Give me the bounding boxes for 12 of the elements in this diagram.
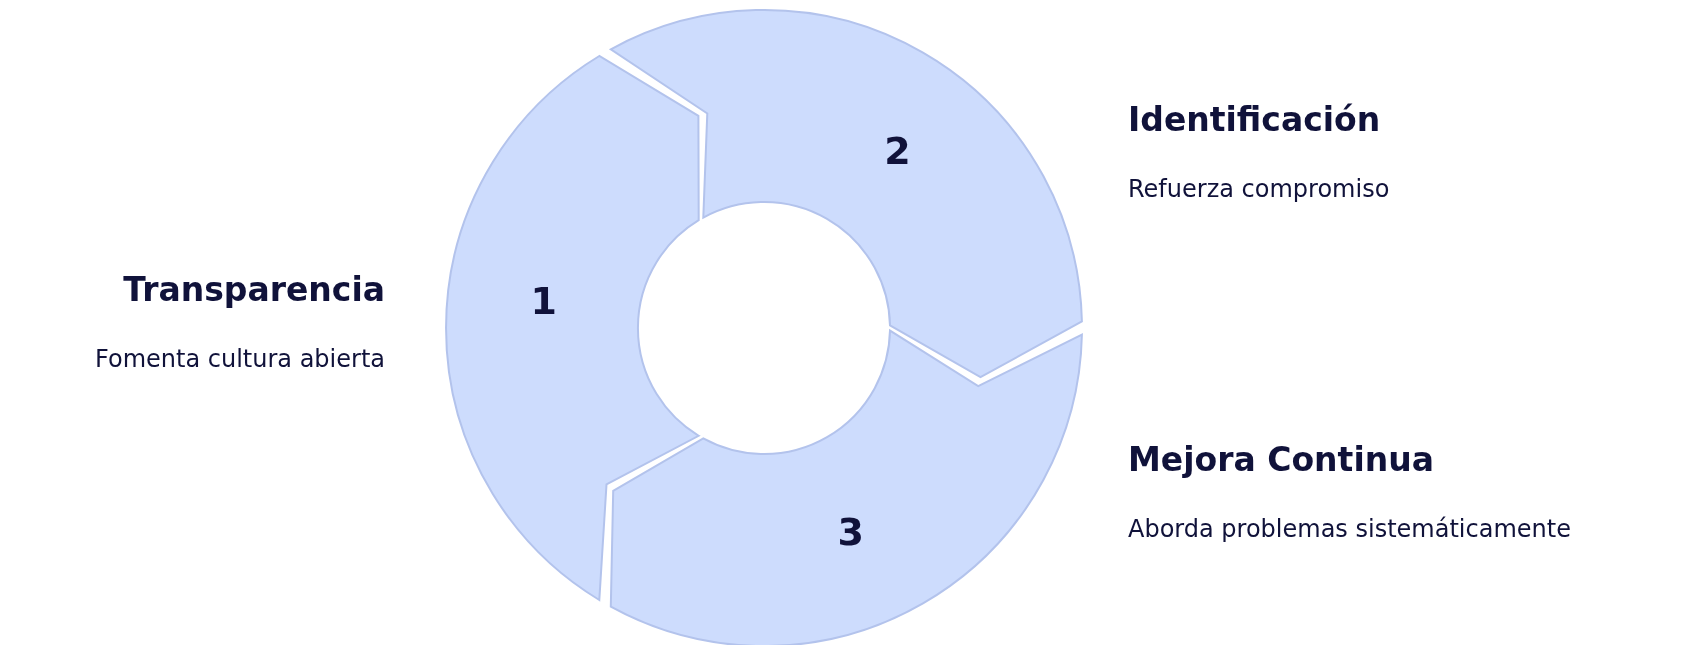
step-description: Fomenta cultura abierta	[95, 345, 385, 373]
step-number: 1	[530, 278, 557, 323]
ring-segment	[609, 9, 1083, 379]
step-heading: Mejora Continua	[1128, 440, 1434, 479]
ring-segment	[609, 329, 1083, 645]
step-description: Aborda problemas sistemáticamente	[1128, 515, 1571, 543]
step-heading: Identificación	[1128, 100, 1381, 139]
step-number: 3	[837, 510, 864, 555]
step-heading: Transparencia	[123, 270, 385, 309]
ring-segment	[445, 55, 700, 601]
step-number: 2	[884, 128, 911, 173]
step-description: Refuerza compromiso	[1128, 175, 1390, 203]
